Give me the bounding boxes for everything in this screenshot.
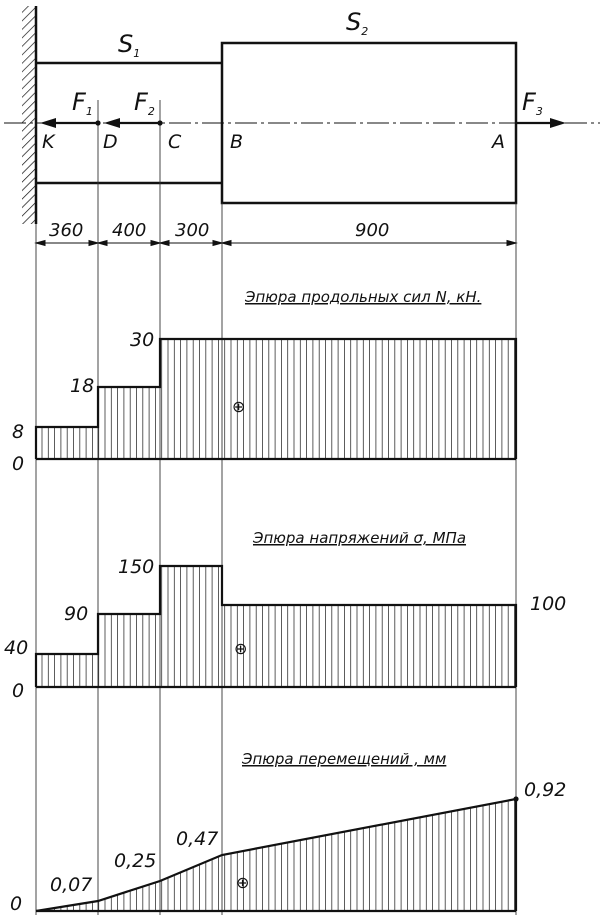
- stress-diagram-title: Эпюра напряжений σ, МПа: [252, 529, 466, 547]
- stress-value-label-90: 90: [64, 603, 88, 625]
- displacement-value-label-0-92: 0,92: [524, 779, 566, 801]
- stress-value-label-100: 100: [530, 593, 566, 615]
- force-diagram-hatching: [41, 339, 515, 459]
- stress-diagram-hatching: [41, 566, 515, 687]
- dimension-360: 360: [49, 220, 83, 241]
- dimension-400: 400: [112, 220, 146, 241]
- point-label-d: D: [103, 131, 118, 153]
- section-label-s1: S1: [118, 30, 140, 60]
- fixed-support-wall: [22, 6, 38, 224]
- force-label-f3: F3: [522, 88, 543, 118]
- displacement-value-label-0-07: 0,07: [50, 874, 92, 896]
- stress-value-label-40: 40: [4, 637, 28, 659]
- displacement-diagram-title: Эпюра перемещений , мм: [241, 750, 446, 768]
- force-label-f1: F1: [72, 88, 93, 118]
- displacement-diagram-outline: [35, 797, 518, 913]
- force-value-label-18: 18: [70, 375, 94, 397]
- point-label-c: C: [168, 131, 182, 153]
- projection-lines: [35, 100, 517, 915]
- displacement-positive-sign: ⊕: [236, 873, 249, 892]
- force-value-label-8: 8: [12, 421, 24, 443]
- displacement-end-point: [513, 796, 519, 802]
- dimension-900: 900: [355, 220, 389, 241]
- displacement-diagram-hatching: [41, 799, 515, 911]
- displacement-value-label-0-47: 0,47: [176, 828, 218, 850]
- displacement-value-label-0-25: 0,25: [114, 850, 156, 872]
- point-label-a: A: [490, 131, 505, 153]
- point-label-b: B: [230, 131, 243, 153]
- force-f1-arrow: [40, 118, 101, 128]
- point-label-k: K: [42, 131, 56, 153]
- force-positive-sign: ⊕: [232, 397, 245, 416]
- force-f3-arrow: [516, 118, 566, 128]
- force-value-label-30: 30: [130, 329, 154, 351]
- displacement-zero-label: 0: [10, 893, 22, 915]
- dimension-line: [34, 239, 518, 247]
- force-zero-label: 0: [12, 453, 24, 475]
- stress-value-label-150: 150: [118, 556, 154, 578]
- force-label-f2: F2: [134, 88, 155, 118]
- force-diagram-title: Эпюра продольных сил N, кН.: [244, 288, 481, 306]
- force-diagram-outline: [34, 337, 518, 459]
- section-label-s2: S2: [346, 8, 368, 38]
- force-f2-arrow: [104, 118, 163, 128]
- stress-zero-label: 0: [12, 680, 24, 702]
- stress-positive-sign: ⊕: [234, 639, 247, 658]
- dimension-300: 300: [175, 220, 209, 241]
- stress-diagram-outline: [34, 564, 518, 687]
